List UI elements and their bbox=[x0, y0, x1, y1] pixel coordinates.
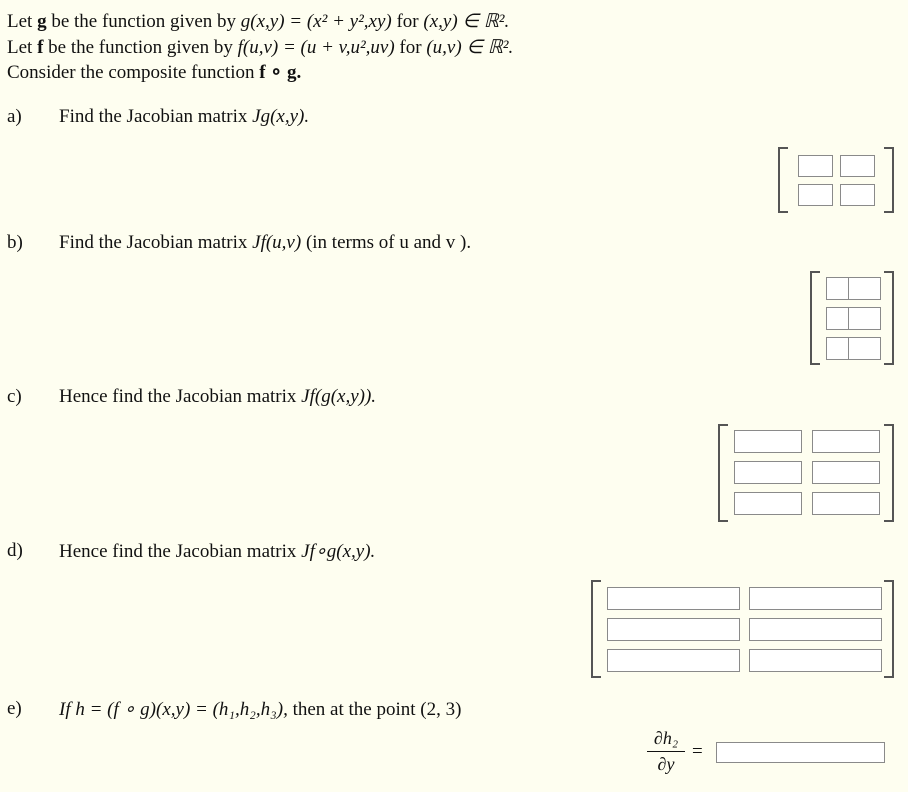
matrix-b-cell-2-2[interactable] bbox=[848, 307, 881, 330]
h-definition: If h = (f ∘ g)(x,y) = (h₁,h₂,h₃), bbox=[59, 699, 288, 720]
part-b-label: b) bbox=[7, 232, 23, 253]
matrix-right-bracket bbox=[884, 424, 894, 522]
matrix-left-bracket bbox=[778, 147, 788, 213]
matrix-right-bracket bbox=[884, 580, 894, 678]
matrix-b-cell-3-2[interactable] bbox=[848, 337, 881, 360]
intro-text: Let bbox=[7, 11, 33, 32]
part-c-label: c) bbox=[7, 386, 22, 407]
part-d-question: Hence find the Jacobian matrix Jf∘g(x,y)… bbox=[59, 540, 375, 563]
question-tail: (in terms of u and v ). bbox=[305, 232, 472, 253]
part-e-label: e) bbox=[7, 698, 22, 719]
jacobian-expression: Jf(u,v) bbox=[252, 232, 302, 253]
part-c-question: Hence find the Jacobian matrix Jf(g(x,y)… bbox=[59, 386, 376, 408]
intro-text: be the function given by bbox=[51, 11, 237, 32]
intro-line-f: Let f be the function given by f(u,v) = … bbox=[7, 36, 513, 59]
jacobian-expression: Jg(x,y). bbox=[252, 106, 310, 127]
part-a-label: a) bbox=[7, 106, 22, 127]
composite-expression: f ∘ g. bbox=[259, 62, 302, 83]
matrix-d-cell-3-2[interactable] bbox=[749, 649, 882, 672]
function-g-symbol: g bbox=[37, 11, 47, 32]
matrix-a-cell-2-1[interactable] bbox=[798, 184, 833, 206]
question-text: Find the Jacobian matrix bbox=[59, 106, 248, 127]
intro-text: for bbox=[396, 11, 419, 32]
intro-text: for bbox=[399, 37, 422, 58]
matrix-c-cell-2-1[interactable] bbox=[734, 461, 802, 484]
matrix-a-cell-1-2[interactable] bbox=[840, 155, 875, 177]
fraction-denominator: ∂y bbox=[657, 754, 675, 774]
matrix-d-cell-2-1[interactable] bbox=[607, 618, 740, 641]
part-d-label: d) bbox=[7, 540, 23, 561]
matrix-d bbox=[591, 580, 894, 678]
matrix-left-bracket bbox=[591, 580, 601, 678]
matrix-d-cell-3-1[interactable] bbox=[607, 649, 740, 672]
f-domain: (u,v) ∈ ℝ². bbox=[426, 37, 514, 58]
question-text: Find the Jacobian matrix bbox=[59, 232, 248, 253]
matrix-c-cell-1-2[interactable] bbox=[812, 430, 880, 453]
jacobian-expression: Jf(g(x,y)). bbox=[301, 386, 377, 407]
question-tail: then at the point (2, 3) bbox=[292, 699, 462, 720]
matrix-c bbox=[718, 424, 894, 522]
matrix-c-cell-3-1[interactable] bbox=[734, 492, 802, 515]
question-text: Hence find the Jacobian matrix bbox=[59, 541, 297, 562]
intro-text: Let bbox=[7, 37, 33, 58]
intro-line-g: Let g be the function given by g(x,y) = … bbox=[7, 10, 509, 33]
intro-text: be the function given by bbox=[48, 37, 233, 58]
question-text: Hence find the Jacobian matrix bbox=[59, 386, 297, 407]
matrix-right-bracket bbox=[884, 271, 894, 365]
g-definition: g(x,y) = (x² + y²,xy) bbox=[240, 11, 392, 32]
matrix-c-cell-2-2[interactable] bbox=[812, 461, 880, 484]
partial-derivative-fraction: ∂h₂ ∂y bbox=[647, 728, 685, 775]
matrix-d-cell-2-2[interactable] bbox=[749, 618, 882, 641]
equals-sign: = bbox=[692, 741, 703, 762]
matrix-c-cell-1-1[interactable] bbox=[734, 430, 802, 453]
matrix-a bbox=[778, 147, 894, 213]
g-domain: (x,y) ∈ ℝ². bbox=[423, 11, 510, 32]
matrix-left-bracket bbox=[810, 271, 820, 365]
part-a-question: Find the Jacobian matrix Jg(x,y). bbox=[59, 106, 309, 128]
intro-line-composite: Consider the composite function f ∘ g. bbox=[7, 61, 301, 84]
dh2-dy-answer-input[interactable] bbox=[716, 742, 885, 763]
matrix-b bbox=[810, 271, 894, 365]
matrix-left-bracket bbox=[718, 424, 728, 522]
intro-text: Consider the composite function bbox=[7, 62, 255, 83]
part-b-question: Find the Jacobian matrix Jf(u,v) (in ter… bbox=[59, 232, 471, 254]
f-definition: f(u,v) = (u + v,u²,uv) bbox=[237, 37, 395, 58]
matrix-c-cell-3-2[interactable] bbox=[812, 492, 880, 515]
matrix-d-cell-1-2[interactable] bbox=[749, 587, 882, 610]
function-f-symbol: f bbox=[37, 37, 44, 58]
jacobian-expression: Jf∘g(x,y). bbox=[301, 541, 376, 562]
matrix-right-bracket bbox=[884, 147, 894, 213]
fraction-numerator: ∂h₂ bbox=[647, 728, 685, 752]
matrix-a-cell-1-1[interactable] bbox=[798, 155, 833, 177]
matrix-d-cell-1-1[interactable] bbox=[607, 587, 740, 610]
part-e-question: If h = (f ∘ g)(x,y) = (h₁,h₂,h₃), then a… bbox=[59, 698, 461, 721]
matrix-a-cell-2-2[interactable] bbox=[840, 184, 875, 206]
matrix-b-cell-1-2[interactable] bbox=[848, 277, 881, 300]
